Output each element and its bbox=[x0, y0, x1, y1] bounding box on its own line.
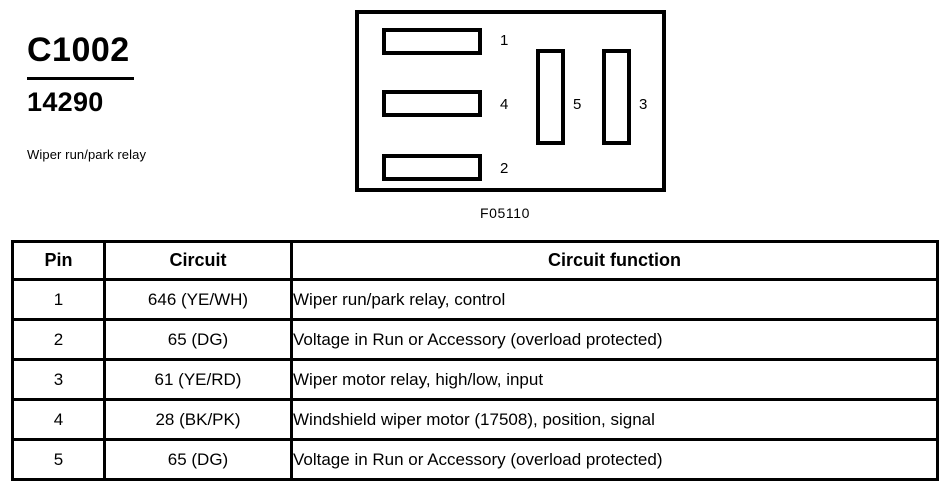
connector-slot-pin-1 bbox=[382, 28, 482, 55]
pin-label-1: 1 bbox=[500, 32, 509, 49]
part-number: 14290 bbox=[27, 87, 104, 117]
column-header-circuit: Circuit bbox=[103, 240, 293, 281]
connector-slot-pin-5 bbox=[536, 49, 565, 145]
cell-pin: 4 bbox=[11, 398, 106, 441]
connector-slot-pin-2 bbox=[382, 154, 482, 181]
cell-pin: 3 bbox=[11, 358, 106, 401]
pin-label-2: 2 bbox=[500, 160, 509, 177]
cell-function: Windshield wiper motor (17508), position… bbox=[290, 398, 939, 441]
pin-label-5: 5 bbox=[573, 96, 582, 113]
pin-label-3: 3 bbox=[639, 96, 648, 113]
connector-slot-pin-3 bbox=[602, 49, 631, 145]
connector-slot-pin-4 bbox=[382, 90, 482, 117]
cell-circuit: 65 (DG) bbox=[103, 438, 293, 481]
connector-header-block: C1002 14290 Wiper run/park relay bbox=[0, 0, 340, 230]
pin-label-4: 4 bbox=[500, 96, 509, 113]
diagram-caption: F05110 bbox=[480, 205, 531, 221]
connector-pinout-diagram: 1 4 2 5 3 bbox=[355, 10, 666, 192]
cell-circuit: 28 (BK/PK) bbox=[103, 398, 293, 441]
column-header-pin: Pin bbox=[11, 240, 106, 281]
column-header-circuit-function: Circuit function bbox=[290, 240, 939, 281]
cell-pin: 1 bbox=[11, 278, 106, 321]
cell-circuit: 65 (DG) bbox=[103, 318, 293, 361]
cell-function: Wiper motor relay, high/low, input bbox=[290, 358, 939, 401]
cell-function: Voltage in Run or Accessory (overload pr… bbox=[290, 318, 939, 361]
cell-function: Wiper run/park relay, control bbox=[290, 278, 939, 321]
cell-function: Voltage in Run or Accessory (overload pr… bbox=[290, 438, 939, 481]
connector-code-underline bbox=[27, 77, 134, 80]
component-description: Wiper run/park relay bbox=[27, 147, 147, 162]
cell-pin: 5 bbox=[11, 438, 106, 481]
table-header-row: Pin Circuit Circuit function bbox=[11, 240, 939, 281]
cell-pin: 2 bbox=[11, 318, 106, 361]
cell-circuit: 646 (YE/WH) bbox=[103, 278, 293, 321]
cell-circuit: 61 (YE/RD) bbox=[103, 358, 293, 401]
connector-code: C1002 bbox=[27, 31, 130, 69]
